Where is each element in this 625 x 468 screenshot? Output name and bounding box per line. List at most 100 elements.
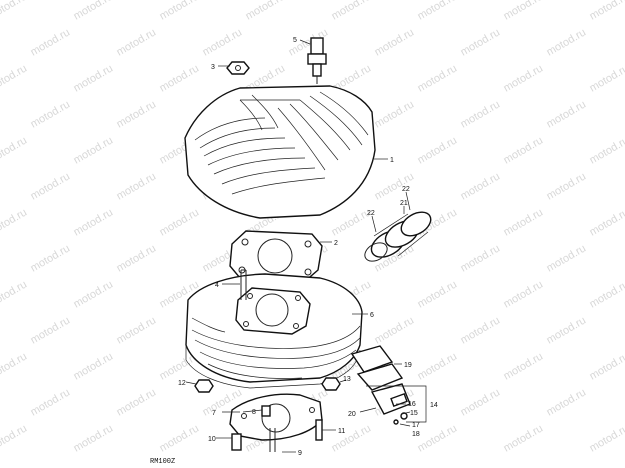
- watermark-text: motod.ru: [588, 278, 625, 310]
- callout-19: 19: [404, 362, 412, 369]
- watermark-text: motod.ru: [72, 422, 116, 454]
- callout-10: 10: [208, 436, 216, 443]
- callout-labels: 1 2 3 4 5 6 7 8 9 10 11 12 13 14 15 16 1…: [178, 37, 438, 457]
- watermark-text: motod.ru: [588, 206, 625, 238]
- callout-18: 18: [412, 431, 420, 438]
- callout-2: 2: [334, 240, 338, 247]
- stud-9: [269, 428, 276, 452]
- watermark-text: motod.ru: [545, 314, 589, 346]
- watermark-text: motod.ru: [330, 0, 374, 23]
- head-nut: [226, 61, 250, 75]
- watermark-text: motod.ru: [373, 98, 417, 130]
- watermark-text: motod.ru: [545, 242, 589, 274]
- callout-22-left: 22: [367, 210, 375, 217]
- callout-15: 15: [410, 410, 418, 417]
- watermark-text: motod.ru: [158, 422, 202, 454]
- watermark-text: motod.ru: [115, 26, 159, 58]
- watermark-text: motod.ru: [416, 62, 460, 94]
- watermark-text: motod.ru: [0, 278, 29, 310]
- watermark-text: motod.ru: [158, 206, 202, 238]
- watermark-text: motod.ru: [588, 0, 625, 23]
- watermark-text: motod.ru: [459, 386, 503, 418]
- callout-7: 7: [212, 410, 216, 417]
- callout-21: 21: [400, 200, 408, 207]
- watermark-text: motod.ru: [72, 134, 116, 166]
- watermark-text: motod.ru: [0, 422, 29, 454]
- callout-17: 17: [412, 422, 420, 429]
- watermark-text: motod.ru: [416, 134, 460, 166]
- watermark-text: motod.ru: [115, 170, 159, 202]
- cylinder-head: [184, 85, 376, 219]
- cylinder: [185, 269, 363, 389]
- callout-1: 1: [390, 157, 394, 164]
- watermark-text: motod.ru: [416, 278, 460, 310]
- head-gasket: [229, 230, 323, 283]
- callout-6: 6: [370, 312, 374, 319]
- callout-12: 12: [178, 380, 186, 387]
- watermark-text: motod.ru: [502, 62, 546, 94]
- callout-8: 8: [252, 409, 256, 416]
- watermark-text: motod.ru: [502, 0, 546, 23]
- watermark-text: motod.ru: [502, 350, 546, 382]
- watermark-text: motod.ru: [0, 350, 29, 382]
- watermark-text: motod.ru: [29, 242, 73, 274]
- watermark-text: motod.ru: [373, 314, 417, 346]
- watermark-text: motod.ru: [545, 170, 589, 202]
- callout-5: 5: [293, 37, 297, 44]
- watermark-text: motod.ru: [72, 350, 116, 382]
- callout-14: 14: [430, 402, 438, 409]
- reed-valve-assembly: [350, 345, 411, 425]
- watermark-text: motod.ru: [115, 242, 159, 274]
- callout-13: 13: [343, 376, 351, 383]
- watermark-text: motod.ru: [588, 422, 625, 454]
- watermark-text: motod.ru: [115, 98, 159, 130]
- watermark-text: motod.ru: [0, 134, 29, 166]
- watermark-text: motod.ru: [158, 62, 202, 94]
- watermark-text: motod.ru: [416, 422, 460, 454]
- watermark-text: motod.ru: [459, 314, 503, 346]
- watermark-text: motod.ru: [72, 62, 116, 94]
- watermark-text: motod.ru: [459, 242, 503, 274]
- watermark-text: motod.ru: [588, 134, 625, 166]
- watermark-text: motod.ru: [158, 0, 202, 23]
- stud-10: [231, 433, 242, 451]
- stud-11: [315, 419, 323, 441]
- cylinder-nut-left: [194, 379, 214, 393]
- watermark-text: motod.ru: [330, 422, 374, 454]
- watermark-text: motod.ru: [0, 62, 29, 94]
- callout-11: 11: [338, 428, 345, 435]
- watermark-text: motod.ru: [416, 350, 460, 382]
- watermark-text: motod.ru: [115, 386, 159, 418]
- leader-lines: [185, 39, 427, 453]
- watermark-text: motod.ru: [0, 206, 29, 238]
- watermark-text: motod.ru: [502, 422, 546, 454]
- watermark-text: motod.ru: [459, 170, 503, 202]
- watermark-text: motod.ru: [588, 62, 625, 94]
- watermark-text: motod.ru: [72, 278, 116, 310]
- watermark-text: motod.ru: [459, 26, 503, 58]
- watermark-text: motod.ru: [115, 314, 159, 346]
- watermark-text: motod.ru: [29, 386, 73, 418]
- watermark-text: motod.ru: [502, 278, 546, 310]
- diagram-code: RM100Z: [150, 458, 175, 466]
- watermark-text: motod.ru: [244, 0, 288, 23]
- cylinder-nut-right: [321, 377, 341, 391]
- watermark-text: motod.ru: [459, 98, 503, 130]
- spark-plug: [307, 37, 327, 84]
- watermark-text: motod.ru: [29, 98, 73, 130]
- intake-pipe: [364, 211, 432, 262]
- watermark-text: motod.ru: [502, 206, 546, 238]
- watermark-text: motod.ru: [502, 134, 546, 166]
- callout-3: 3: [211, 64, 215, 71]
- callout-4: 4: [215, 282, 219, 289]
- watermark-text: motod.ru: [72, 0, 116, 23]
- watermark-text: motod.ru: [29, 314, 73, 346]
- callout-22-top: 22: [402, 186, 410, 193]
- watermark-text: motod.ru: [588, 350, 625, 382]
- callout-9: 9: [298, 450, 302, 457]
- watermark-text: motod.ru: [545, 386, 589, 418]
- base-gasket: [229, 393, 323, 441]
- watermark-text: motod.ru: [29, 170, 73, 202]
- callout-16: 16: [408, 401, 416, 408]
